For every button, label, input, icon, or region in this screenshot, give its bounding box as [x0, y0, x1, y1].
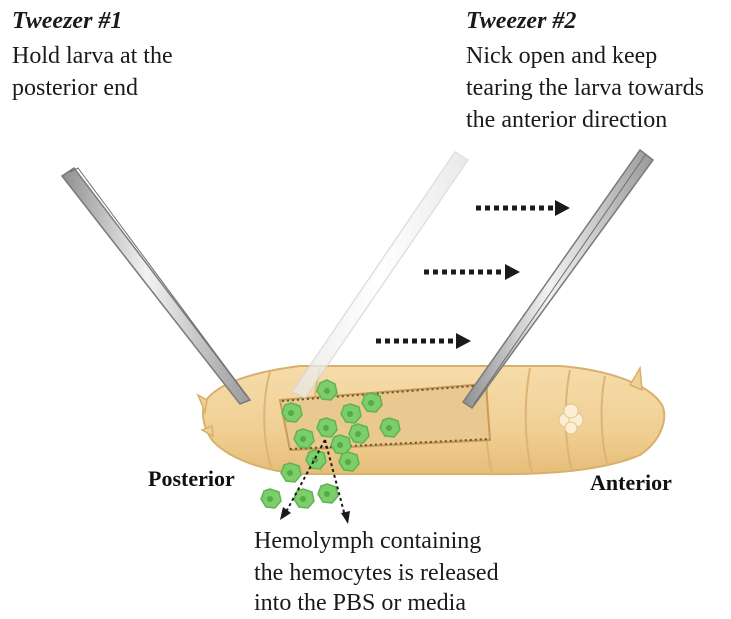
caption-line2: the hemocytes is released: [254, 558, 499, 588]
posterior-label: Posterior: [148, 466, 235, 492]
tweezer-icon: [62, 168, 250, 404]
anterior-label: Anterior: [590, 470, 672, 496]
arrowheads: [280, 507, 350, 524]
tweezer-icon: [292, 152, 468, 398]
caption-line1: Hemolymph containing: [254, 526, 481, 556]
larva-icon: [198, 366, 664, 474]
caption-line3: into the PBS or media: [254, 588, 466, 618]
